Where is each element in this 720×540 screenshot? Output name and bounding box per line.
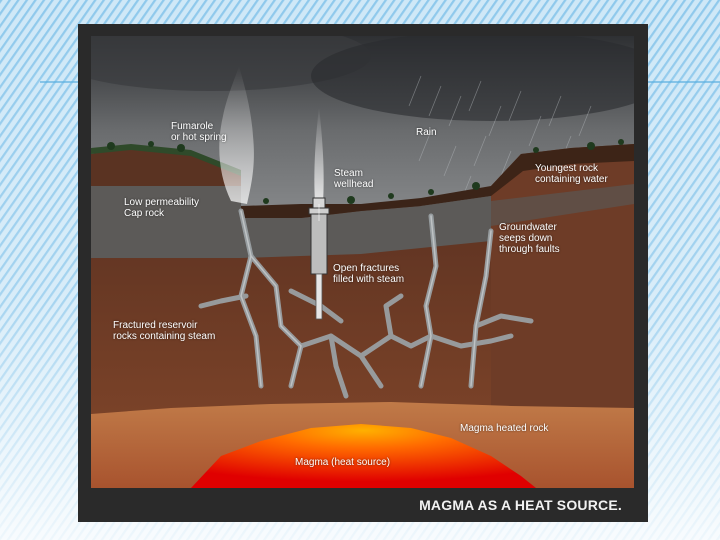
geothermal-diagram — [91, 36, 634, 488]
magma — [191, 424, 536, 488]
label-fumarole: Fumarole or hot spring — [171, 121, 227, 143]
label-youngest-rock: Youngest rock containing water — [535, 163, 608, 185]
label-fractured-reservoir: Fractured reservoir rocks containing ste… — [113, 320, 216, 342]
label-groundwater: Groundwater seeps down through faults — [499, 222, 560, 255]
caption-title: MAGMA AS A HEAT SOURCE. — [419, 497, 622, 513]
label-rain: Rain — [416, 127, 437, 138]
label-steam-wellhead: Steam wellhead — [334, 168, 374, 190]
caption-bar: MAGMA AS A HEAT SOURCE. — [91, 488, 634, 522]
label-open-fractures: Open fractures filled with steam — [333, 263, 405, 285]
label-cap-rock: Low permeability Cap rock — [124, 197, 200, 219]
cap-rock — [91, 184, 491, 258]
label-magma: Magma (heat source) — [295, 457, 391, 468]
label-magma-heated-rock: Magma heated rock — [460, 423, 549, 434]
fumarole-steam — [219, 66, 254, 204]
wellhead-steam — [314, 106, 324, 204]
